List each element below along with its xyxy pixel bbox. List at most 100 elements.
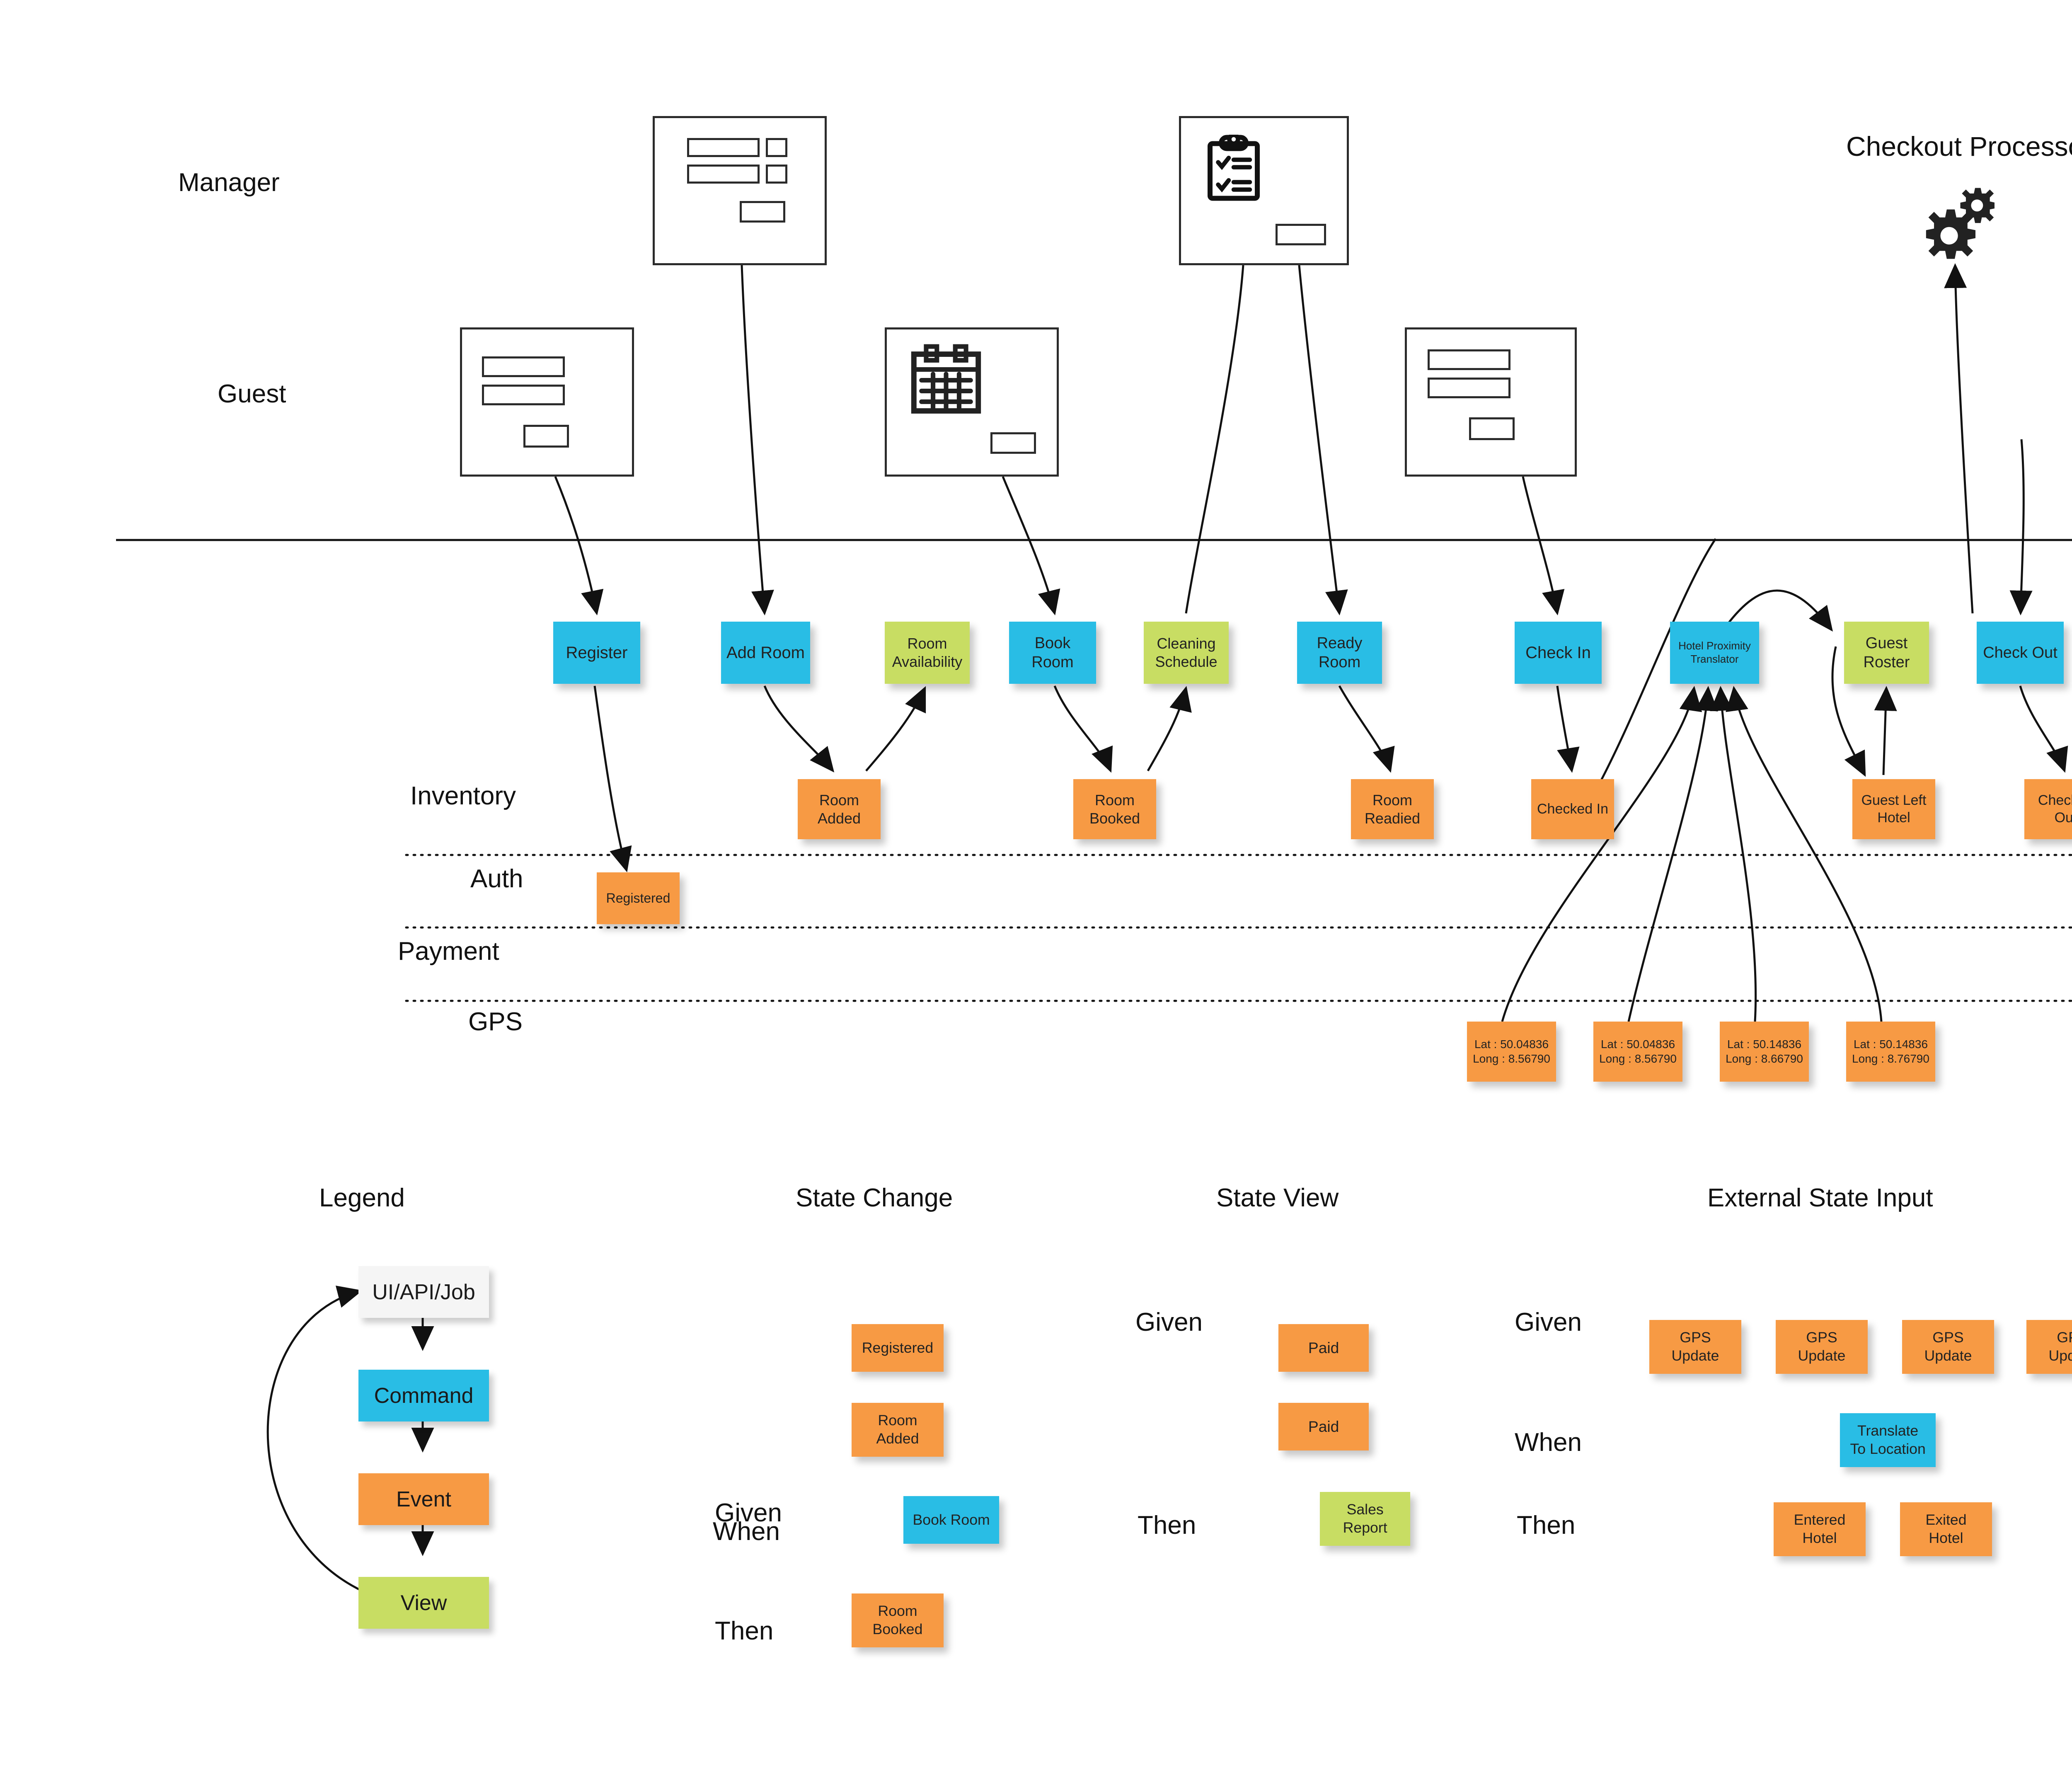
- legend-item-ui-api-job[interactable]: UI/API/Job: [358, 1266, 489, 1318]
- inventory-event-note[interactable]: Checked In: [1531, 779, 1614, 839]
- note-label: Paid: [1308, 1417, 1339, 1435]
- input-field-row: [1428, 349, 1510, 370]
- legend-item-label: Command: [374, 1383, 474, 1408]
- input-field-row: [687, 165, 760, 184]
- scenario-title: State Change: [796, 1184, 953, 1212]
- note-label: Check In: [1525, 643, 1591, 662]
- timeline-note[interactable]: Add Room: [721, 622, 810, 684]
- note-label: Paid: [1308, 1339, 1339, 1356]
- scenario-note[interactable]: Book Room: [903, 1496, 1000, 1544]
- ui-mock-guest-register-form: [460, 327, 634, 477]
- note-label: Add Room: [726, 643, 805, 662]
- scenario-note[interactable]: Registered: [852, 1324, 944, 1372]
- note-label: Check Out: [1983, 644, 2057, 661]
- timeline-note[interactable]: Register: [553, 622, 640, 684]
- note-label: Registered: [606, 890, 670, 906]
- note-label: Checked In: [1537, 801, 1608, 817]
- input-field-row: [1428, 378, 1510, 398]
- scenario-title: State View: [1216, 1184, 1339, 1212]
- system-label-checkout-processor: Checkout Processor: [1846, 131, 2072, 162]
- scenario-note[interactable]: Paid: [1278, 1324, 1369, 1372]
- auth-event-note[interactable]: Registered: [597, 872, 680, 924]
- submit-button-mock: [523, 425, 569, 448]
- scenario-keyword-given: Given: [1135, 1308, 1203, 1337]
- timeline-note[interactable]: Check Out: [1977, 622, 2064, 684]
- scenario-keyword-then: Then: [1517, 1511, 1576, 1540]
- scenario-keyword-then: Then: [1138, 1511, 1196, 1540]
- lane-label-inventory: Inventory: [410, 782, 516, 810]
- submit-button-mock: [990, 432, 1036, 454]
- gears-icon-checkout-processor: [1926, 188, 1995, 259]
- scenario-keyword-when: When: [713, 1517, 780, 1546]
- scenario-note[interactable]: Paid: [1278, 1403, 1369, 1451]
- note-label: CheckedOut: [2038, 792, 2072, 826]
- note-label: Register: [566, 643, 628, 662]
- input-field-row: [482, 385, 565, 405]
- submit-button-mock: [1276, 224, 1326, 245]
- legend-item-view[interactable]: View: [358, 1577, 489, 1629]
- lane-label-auth: Auth: [470, 864, 523, 893]
- ui-mock-guest-booking-calendar: [885, 327, 1059, 477]
- scenario-keyword-given: Given: [715, 1499, 782, 1527]
- ui-mock-manager-add-room-form: [653, 116, 827, 265]
- timeline-note[interactable]: Check In: [1515, 622, 1602, 684]
- legend-item-command[interactable]: Command: [358, 1370, 489, 1421]
- scenario-keyword-when: When: [1515, 1428, 1582, 1457]
- scenario-keyword-then: Then: [715, 1617, 774, 1645]
- legend-title: Legend: [319, 1184, 405, 1212]
- scenario-keyword-given: Given: [1515, 1308, 1582, 1337]
- input-field-small: [766, 138, 787, 157]
- legend-item-event[interactable]: Event: [358, 1473, 489, 1525]
- ui-mock-guest-checkin-form: [1405, 327, 1577, 477]
- legend-item-label: Event: [396, 1487, 451, 1511]
- legend-item-label: UI/API/Job: [372, 1280, 475, 1304]
- note-label: Book Room: [913, 1511, 990, 1528]
- actor-label-guest: Guest: [218, 380, 286, 408]
- note-label: Book Room: [1031, 634, 1074, 671]
- timeline-note[interactable]: Book Room: [1009, 622, 1096, 684]
- inventory-event-note[interactable]: CheckedOut: [2024, 779, 2072, 839]
